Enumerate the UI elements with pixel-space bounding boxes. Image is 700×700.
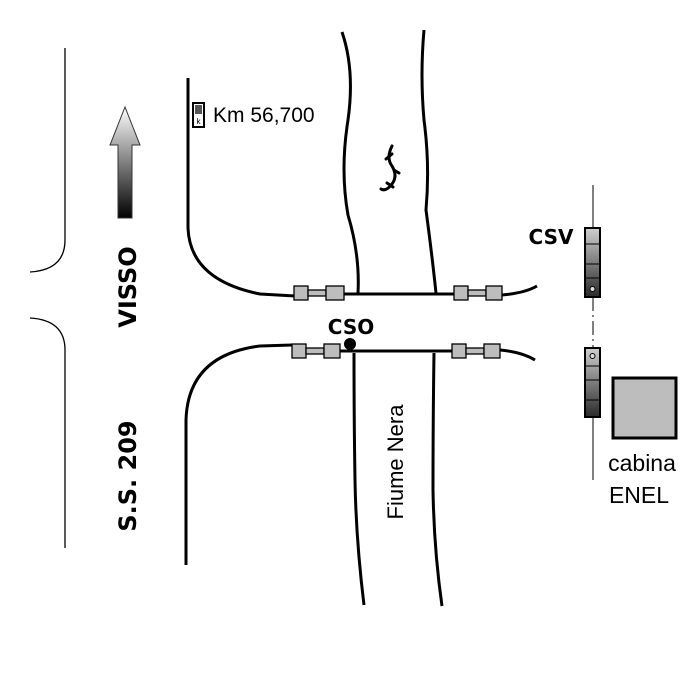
km-marker-icon: k: [192, 102, 205, 128]
side-road: [184, 78, 296, 565]
bridge-block: [453, 285, 503, 301]
csv-pole-upper: [584, 227, 601, 298]
bridge-right-lower-approach: [499, 348, 536, 362]
km-marker-label: Km 56,700: [213, 104, 315, 127]
river-right-bank-north: [420, 29, 438, 294]
river-left-bank-south: [352, 352, 366, 606]
csv-pole-lower: [584, 347, 601, 418]
cso-label: CSO: [328, 315, 374, 339]
bridge-block: [293, 285, 345, 301]
km-marker-letter: k: [197, 117, 202, 126]
up-arrow-icon: [109, 105, 141, 219]
side-road-lower-edge: [184, 343, 293, 565]
river-fiume-nera: [340, 29, 444, 607]
bridge-block: [451, 343, 501, 359]
side-road-upper-edge: [186, 78, 296, 298]
bridge-right-upper-approach: [501, 284, 538, 297]
road-label: S.S. 209: [114, 420, 142, 531]
road-edge-upper: [29, 48, 66, 273]
cso-point-icon: [344, 338, 356, 350]
bridge-block: [291, 343, 341, 359]
cabina-label-line2: ENEL: [609, 482, 669, 508]
cabina-enel-building: [611, 376, 678, 440]
csv-station: [584, 185, 601, 480]
csv-label: CSV: [529, 225, 574, 249]
bird-icon: [379, 144, 401, 192]
river-right-bank-south: [431, 352, 444, 607]
road-edge-lower: [29, 317, 66, 548]
river-label: Fiume Nera: [383, 404, 408, 520]
road-ss209: [29, 48, 66, 548]
bridge: [291, 284, 538, 362]
direction-label: VISSO: [114, 246, 142, 327]
cabina-label-line1: cabina: [608, 450, 676, 476]
river-left-bank-north: [340, 31, 360, 294]
